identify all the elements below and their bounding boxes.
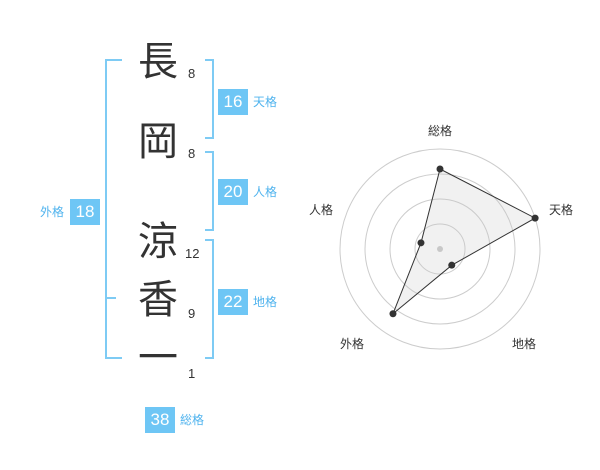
stroke-count-3: 12 [185,246,200,261]
tenkaku-value: 16 [218,89,248,115]
radar-point-5 [417,239,425,247]
gaikaku-value: 18 [70,199,100,225]
jinkaku-label: 人格 [253,185,278,199]
stroke-count-5: 1 [188,366,196,381]
gaikaku-label: 外格 [40,205,65,219]
radar-axis-label-gaikaku: 外格 [340,337,365,351]
jinkaku-value: 20 [218,179,248,205]
radar-axis-label-jinkaku: 人格 [309,203,334,217]
soukaku-value: 38 [145,407,175,433]
radar-grid-ring [414,223,466,275]
name-char-3: 涼 [138,219,178,265]
radar-grid-ring [389,198,491,300]
chikaku-value: 22 [218,289,248,315]
radar-axis-label-tenkaku: 天格 [549,203,574,217]
name-char-2: 岡 [138,119,178,165]
stroke-count-4: 9 [188,306,196,321]
radar-axis-label-soukaku: 総格 [428,124,453,138]
radar-point-4 [389,310,397,318]
radar-point-2 [531,214,539,222]
radar-axis-label-chikaku: 地格 [512,337,537,351]
tenkaku-label: 天格 [253,95,278,109]
radar-series-area [392,168,537,315]
stroke-count-2: 8 [188,146,196,161]
radar-point-3 [448,261,456,269]
chikaku-label: 地格 [253,295,278,309]
name-char-4: 香 [138,277,178,323]
radar-grid-ring [364,173,516,325]
stroke-count-1: 8 [188,66,196,81]
radar-grid-ring [339,148,541,350]
radar-center-dot [437,246,443,252]
radar-point-1 [436,165,444,173]
soukaku-label: 総格 [180,413,205,427]
name-char-1: 長 [138,39,178,85]
name-char-5: 一 [138,335,178,381]
